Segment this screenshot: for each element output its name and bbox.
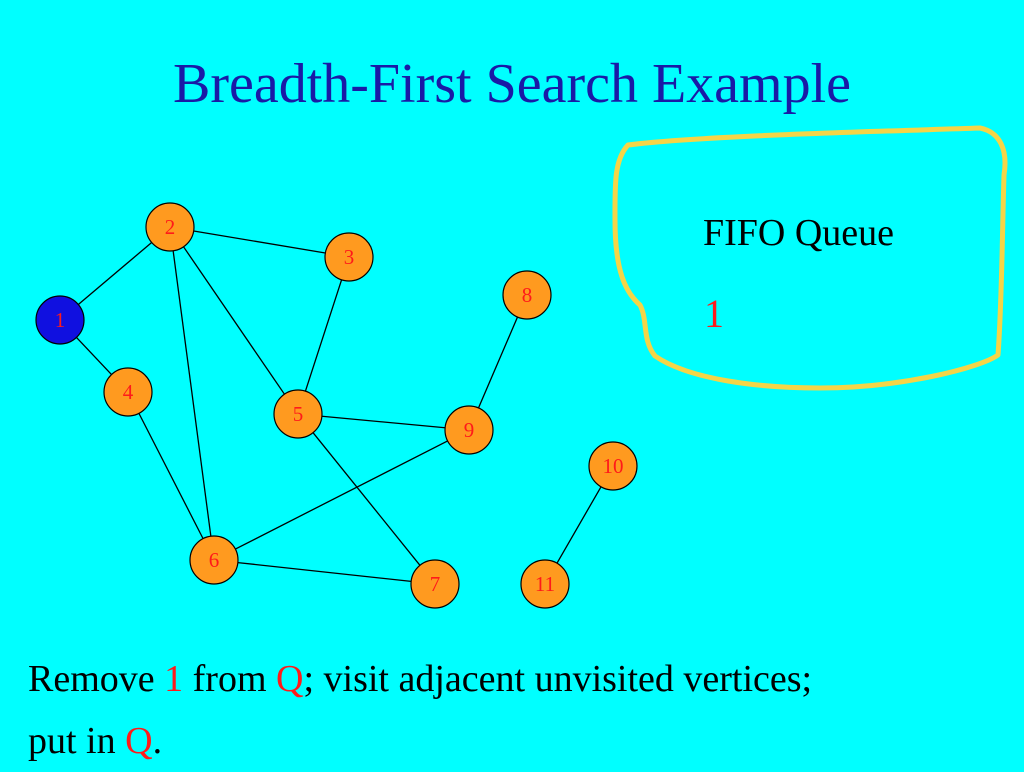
node-label: 1 [55,308,66,332]
node-circle [588,441,638,491]
graph-node-11: 11 [520,559,570,609]
node-circle [444,405,494,455]
graph-edge-6-9 [235,440,448,550]
caption-text: put in [28,720,126,762]
node-circle [103,367,153,417]
graph-node-10: 10 [588,441,638,491]
node-label: 7 [430,572,441,596]
caption-text: . [152,720,163,762]
node-circle [35,295,85,345]
graph-node-4: 4 [103,367,153,417]
fifo-queue-item: 1 [704,291,724,336]
graph-node-1: 1 [35,295,85,345]
graph-node-8: 8 [502,270,552,320]
graph-edge-8-9 [477,316,519,409]
caption-text: Remove [28,658,165,700]
fifo-queue-box [612,125,1008,391]
graph-node-3: 3 [324,232,374,282]
fifo-queue-label: FIFO Queue [703,212,894,254]
graph-edge-5-7 [312,432,421,566]
graph-edge-2-6 [172,250,212,537]
graph-node-2: 2 [145,202,195,252]
node-circle [502,270,552,320]
node-circle [324,232,374,282]
node-label: 3 [344,245,355,269]
caption-text: from [183,658,277,700]
node-label: 4 [123,380,134,404]
graph-node-9: 9 [444,405,494,455]
caption-highlight-vertex: 1 [164,658,184,700]
node-label: 6 [209,548,220,572]
graph-edge-4-6 [138,413,204,539]
graph-nodes: 1 2 3 4 5 6 7 8 9 10 11 [35,202,638,609]
graph-edge-1-2 [77,241,153,306]
graph-edge-5-9 [321,415,446,429]
node-circle [410,559,460,609]
instruction-caption: Remove 1 from Q; visit adjacent unvisite… [28,648,1008,772]
graph-edge-6-7 [237,561,412,583]
node-label: 5 [293,402,304,426]
node-circle [189,535,239,585]
graph-edge-2-5 [183,246,285,395]
node-label: 8 [522,283,533,307]
graph-edges [76,230,602,583]
graph-node-6: 6 [189,535,239,585]
graph-node-7: 7 [410,559,460,609]
caption-highlight-queue: Q [276,658,304,700]
graph-edge-1-4 [76,337,112,375]
node-label: 2 [165,215,176,239]
graph-edge-10-11 [556,486,602,564]
node-label: 11 [535,572,555,596]
graph-edge-3-5 [304,279,343,392]
slide-title: Breadth-First Search Example [172,53,851,115]
caption-highlight-queue: Q [125,720,153,762]
node-label: 9 [464,418,475,442]
node-circle [273,389,323,439]
caption-text: ; visit adjacent unvisited vertices; [303,658,813,700]
node-circle [145,202,195,252]
node-label: 10 [603,454,624,478]
graph-node-5: 5 [273,389,323,439]
graph-edge-2-3 [193,230,326,254]
node-circle [520,559,570,609]
